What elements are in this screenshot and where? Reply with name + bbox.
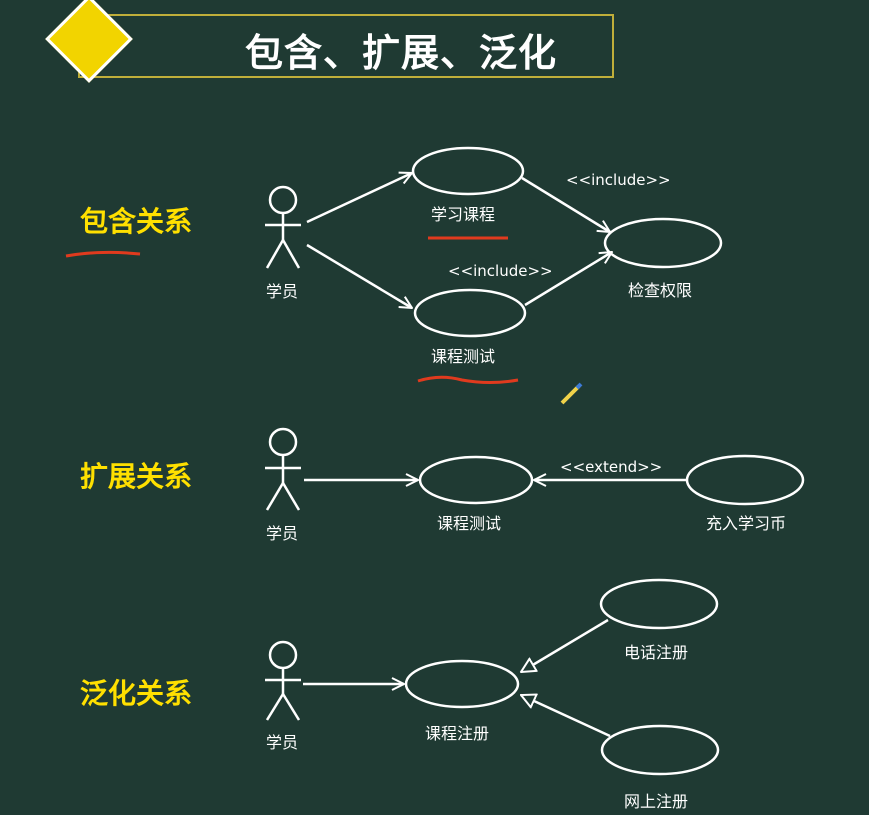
annotation-underline (417, 375, 519, 384)
page-title: 包含、扩展、泛化 (245, 31, 558, 75)
generalization-arrow (521, 695, 611, 738)
stereotype-extend: <<extend>> (560, 458, 662, 476)
generalization-arrow (521, 618, 609, 672)
association-arrow (306, 243, 412, 308)
pen-cursor-icon (560, 382, 583, 405)
actor-label-3: 学员 (266, 733, 298, 752)
usecase-check (603, 217, 723, 269)
usecase-study-label: 学习课程 (431, 205, 495, 224)
usecase-online-label: 网上注册 (624, 792, 688, 811)
usecase-phone-label: 电话注册 (624, 643, 688, 662)
actor-student-3 (265, 640, 301, 721)
actor-label-2: 学员 (266, 524, 298, 543)
stereotype-include-top: <<include>> (566, 171, 671, 189)
usecase-test-2 (418, 455, 534, 505)
actor-label-1: 学员 (266, 282, 298, 301)
section-label-include: 包含关系 (80, 205, 193, 238)
stereotype-include-bottom: <<include>> (448, 262, 553, 280)
usecase-register-label: 课程注册 (425, 724, 489, 743)
section-label-extend: 扩展关系 (80, 460, 193, 493)
usecase-online (600, 724, 720, 776)
usecase-phone (599, 578, 719, 630)
usecase-test-label-1: 课程测试 (431, 347, 495, 366)
usecase-study (411, 146, 525, 196)
include-arrow (521, 176, 610, 232)
include-arrow (524, 252, 612, 307)
usecase-charge-label: 充入学习币 (706, 514, 786, 533)
actor-student-1 (265, 185, 301, 269)
association-arrow (306, 173, 412, 224)
usecase-register (404, 659, 520, 709)
section-label-generalize: 泛化关系 (80, 677, 193, 710)
usecase-charge (685, 454, 805, 506)
actor-student-2 (265, 427, 301, 511)
annotation-underline (65, 250, 141, 258)
usecase-test-label-2: 课程测试 (437, 514, 501, 533)
usecase-check-label: 检查权限 (628, 281, 692, 300)
usecase-test-1 (413, 288, 527, 338)
